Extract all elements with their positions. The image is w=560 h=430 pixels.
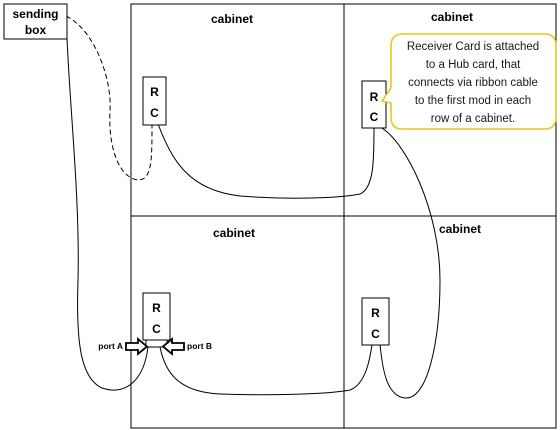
receiver-card-letter-r: R [370, 90, 379, 104]
callout-text-line-3: connects via ribbon cable [408, 77, 538, 89]
sending-box-label-line-2: box [25, 23, 47, 37]
callout-text-line-4: to the first mod in each [415, 95, 531, 107]
data-cables [65, 15, 441, 399]
receiver-card-letter-c: C [152, 322, 161, 336]
cable-top-right-to-bottom-right [379, 126, 441, 399]
port-a-label: port A [98, 341, 123, 351]
port-a-arrow-icon [125, 337, 149, 356]
callout-text-line-5: row of a cabinet. [431, 113, 515, 125]
cabinet-label-bottom-left: cabinet [213, 226, 255, 240]
sending-box-label-line-1: sending [12, 7, 58, 21]
receiver-card-letter-c: C [150, 106, 159, 120]
receiver-card-letter-r: R [152, 301, 161, 315]
cabinet-grid [130, 3, 557, 429]
cabinet-label-top-right: cabinet [431, 10, 473, 24]
cable-port-b-to-bottom-right [159, 344, 373, 396]
port-b-label: port B [187, 341, 212, 351]
receiver-card-top-right: R C [361, 80, 387, 129]
cabinet-label-top-left: cabinet [211, 12, 253, 26]
callout-shape [381, 33, 557, 130]
receiver-card-letter-c: C [371, 327, 380, 341]
receiver-card-letter-r: R [150, 85, 159, 99]
sending-box: sending box [3, 3, 68, 40]
callout-text-line-1: Receiver Card is attached [407, 41, 539, 53]
cable-top-left-to-top-right [157, 123, 375, 199]
callout-text-line-2: to a Hub card, that [426, 59, 521, 71]
cable-sending-box-to-port-a [66, 37, 149, 391]
callout-bubble: Receiver Card is attached to a Hub card,… [381, 33, 557, 130]
port-b-arrow-icon [161, 337, 185, 356]
cabinet-label-bottom-right: cabinet [439, 222, 481, 236]
receiver-card-top-left: R C [142, 76, 167, 126]
receiver-card-letter-c: C [370, 110, 379, 124]
receiver-card-bottom-right: R C [361, 297, 390, 346]
dashed-link-cable [65, 15, 153, 181]
receiver-card-bottom-left: R C [142, 292, 171, 348]
receiver-card-letter-r: R [371, 306, 380, 320]
